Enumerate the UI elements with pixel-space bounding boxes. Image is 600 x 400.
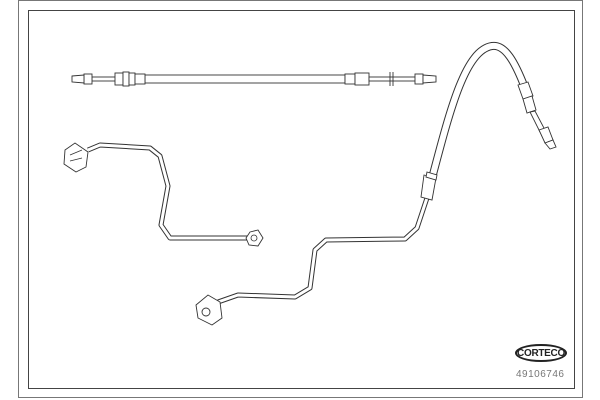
outer-frame (18, 0, 583, 398)
inner-frame (28, 10, 575, 389)
straight-brake-hose (71, 71, 437, 87)
corteco-logo: CORTECO (515, 344, 567, 362)
left-brake-pipe (63, 142, 264, 247)
right-brake-pipe-with-hose (195, 41, 557, 326)
part-number: 49106746 (516, 369, 565, 380)
